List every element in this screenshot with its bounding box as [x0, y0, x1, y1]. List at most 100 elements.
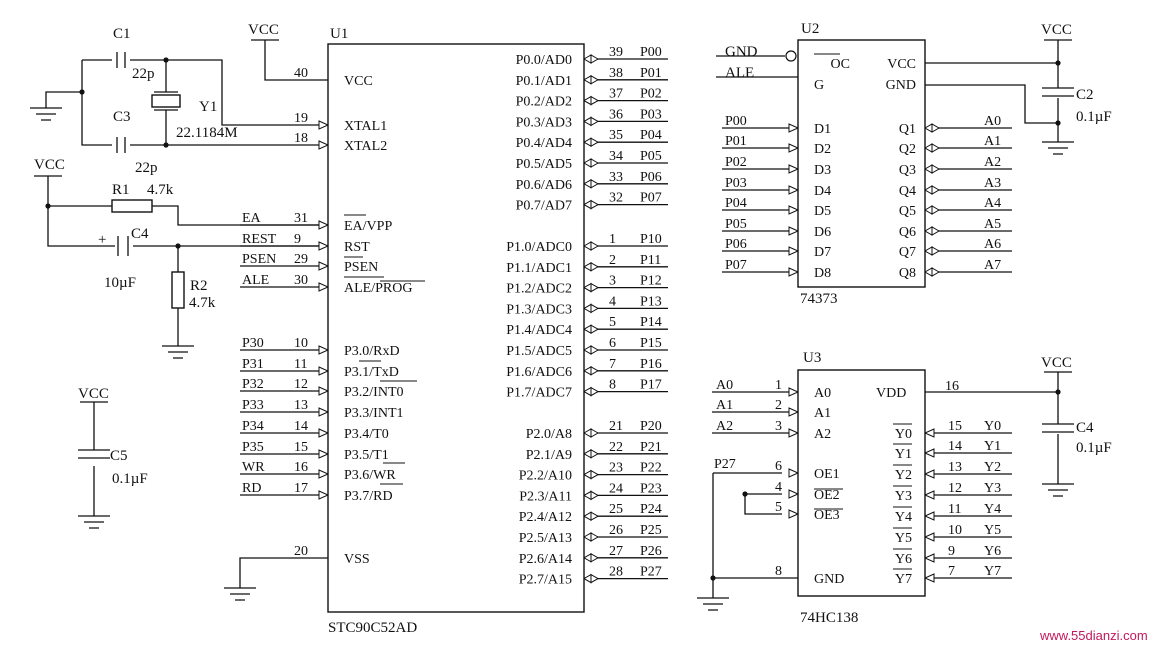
c2-ref: C2	[1076, 87, 1094, 103]
pin-arrows	[318, 54, 941, 584]
u1-rnet-5: P05	[640, 149, 662, 164]
u1-rnet-0: P00	[640, 45, 662, 60]
u3-out-num-1: 14	[948, 439, 962, 454]
u1-pin-name-2: XTAL2	[344, 139, 387, 154]
u2-out-net-6: A6	[984, 237, 1001, 252]
pin-arrow	[788, 185, 800, 195]
u1-net-9: P32	[242, 377, 264, 392]
c1-ref: C1	[113, 26, 131, 42]
u1-net-3: EA	[242, 211, 262, 226]
u1-pin-name-7: P3.0/RxD	[344, 344, 400, 359]
u1-pin-name-3: EA/VPP	[344, 219, 392, 234]
pin-arrow	[788, 428, 800, 438]
pin-arrow	[318, 120, 330, 130]
pin-arrow	[788, 143, 800, 153]
u1-net-11: P34	[242, 419, 264, 434]
u3-ref: U3	[803, 350, 821, 366]
u1-pin-name-5: PSEN	[344, 260, 378, 275]
pin-arrow	[318, 140, 330, 150]
pin-arrow	[788, 267, 800, 277]
u3-out-net-6: Y6	[984, 544, 1001, 559]
pin-arrow	[582, 490, 600, 501]
wires	[45, 40, 1059, 598]
u1-rpin-name-5: P0.5/AD5	[516, 157, 572, 172]
pin-arrow	[788, 123, 800, 133]
u1-rpin-name-17: P2.1/A9	[526, 448, 572, 463]
u1-pin-num-8: 11	[294, 357, 307, 372]
c4b-value: 0.1µF	[1076, 440, 1112, 456]
u3-out-num-7: 7	[948, 564, 955, 579]
pin-arrow	[582, 532, 600, 542]
pin-arrow	[923, 573, 935, 583]
pin-arrow	[318, 386, 330, 396]
u1-rnet-8: P10	[640, 232, 662, 247]
ground-icon	[697, 597, 729, 611]
pin-arrow	[923, 553, 935, 563]
u1-rnet-16: P20	[640, 419, 662, 434]
u2-out-net-5: A5	[984, 217, 1001, 232]
u3-out-net-7: Y7	[984, 564, 1001, 579]
pin-arrow	[582, 261, 600, 272]
pin-arrow	[923, 448, 935, 458]
capacitor-c2	[1042, 87, 1074, 97]
pin-arrow	[923, 226, 941, 236]
u3-out-name-4: Y4	[895, 510, 912, 525]
u2-net-gnd: GND	[725, 44, 758, 60]
u1-rnet-7: P07	[640, 191, 662, 206]
u2-in-net-7: P07	[725, 258, 747, 273]
u2-out-name-5: Q6	[899, 225, 916, 240]
r1-ref: R1	[112, 182, 130, 198]
u1-rnet-15: P17	[640, 378, 662, 393]
pin-arrow	[923, 185, 941, 195]
u1-pin-num-2: 18	[294, 131, 308, 146]
u2-net-ale: ALE	[725, 65, 754, 81]
u3-out-net-5: Y5	[984, 523, 1001, 538]
u1-rpin-num-17: 22	[609, 440, 623, 455]
r2-value: 4.7k	[189, 295, 216, 311]
u1-net-5: PSEN	[242, 252, 276, 267]
u2-ref: U2	[801, 21, 819, 37]
ground-icon	[78, 515, 110, 529]
pin-arrow	[318, 345, 330, 355]
u3-pin-num-0: 1	[775, 378, 782, 393]
junction-dot	[163, 57, 169, 63]
ground-icon	[1042, 483, 1074, 497]
u1-pin-num-6: 30	[294, 273, 308, 288]
pin-arrow	[582, 282, 600, 293]
u1-rpin-num-6: 33	[609, 170, 623, 185]
u1-pin-num-13: 16	[294, 460, 308, 475]
vcc-label-u2: VCC	[1041, 22, 1072, 38]
pin-arrow	[582, 469, 600, 480]
u3-out-num-3: 12	[948, 481, 962, 496]
c1-value: 22p	[132, 66, 155, 82]
u3-pin-num-vdd: 16	[945, 379, 959, 394]
u3-out-name-0: Y0	[895, 427, 912, 442]
u1-pin-name-8: P3.1/TxD	[344, 365, 399, 380]
ground-icon	[224, 587, 256, 601]
u3-out-net-0: Y0	[984, 419, 1001, 434]
u3-out-num-4: 11	[948, 502, 961, 517]
u1-rpin-num-21: 26	[609, 523, 623, 538]
u1-rpin-num-12: 5	[609, 315, 616, 330]
pin-arrow	[923, 246, 941, 256]
u2-out-name-0: Q1	[899, 122, 916, 137]
u2-out-name-7: Q8	[899, 266, 916, 281]
pin-arrow	[318, 220, 330, 230]
u1-rnet-23: P27	[640, 565, 662, 580]
c2-value: 0.1µF	[1076, 109, 1112, 125]
u1-rpin-name-22: P2.6/A14	[519, 552, 572, 567]
u3-pin-num-4: 4	[775, 480, 782, 495]
junction-dot	[79, 89, 85, 95]
u1-rpin-name-11: P1.3/ADC3	[506, 302, 572, 317]
u3-net-3: P27	[714, 457, 736, 472]
pin-arrow	[318, 261, 330, 271]
u1-rpin-num-11: 4	[609, 294, 616, 309]
u1-pin-num-7: 10	[294, 336, 308, 351]
u1-pin-name-9: P3.2/INT0	[344, 385, 404, 400]
u1-pin-name-1: XTAL1	[344, 119, 387, 134]
u3-pin-name-2: A2	[814, 427, 831, 442]
u1-rpin-name-6: P0.6/AD6	[516, 178, 572, 193]
u1-rpin-name-4: P0.4/AD4	[516, 136, 572, 151]
u2-out-net-4: A4	[984, 196, 1001, 211]
u2-in-net-5: P05	[725, 217, 747, 232]
